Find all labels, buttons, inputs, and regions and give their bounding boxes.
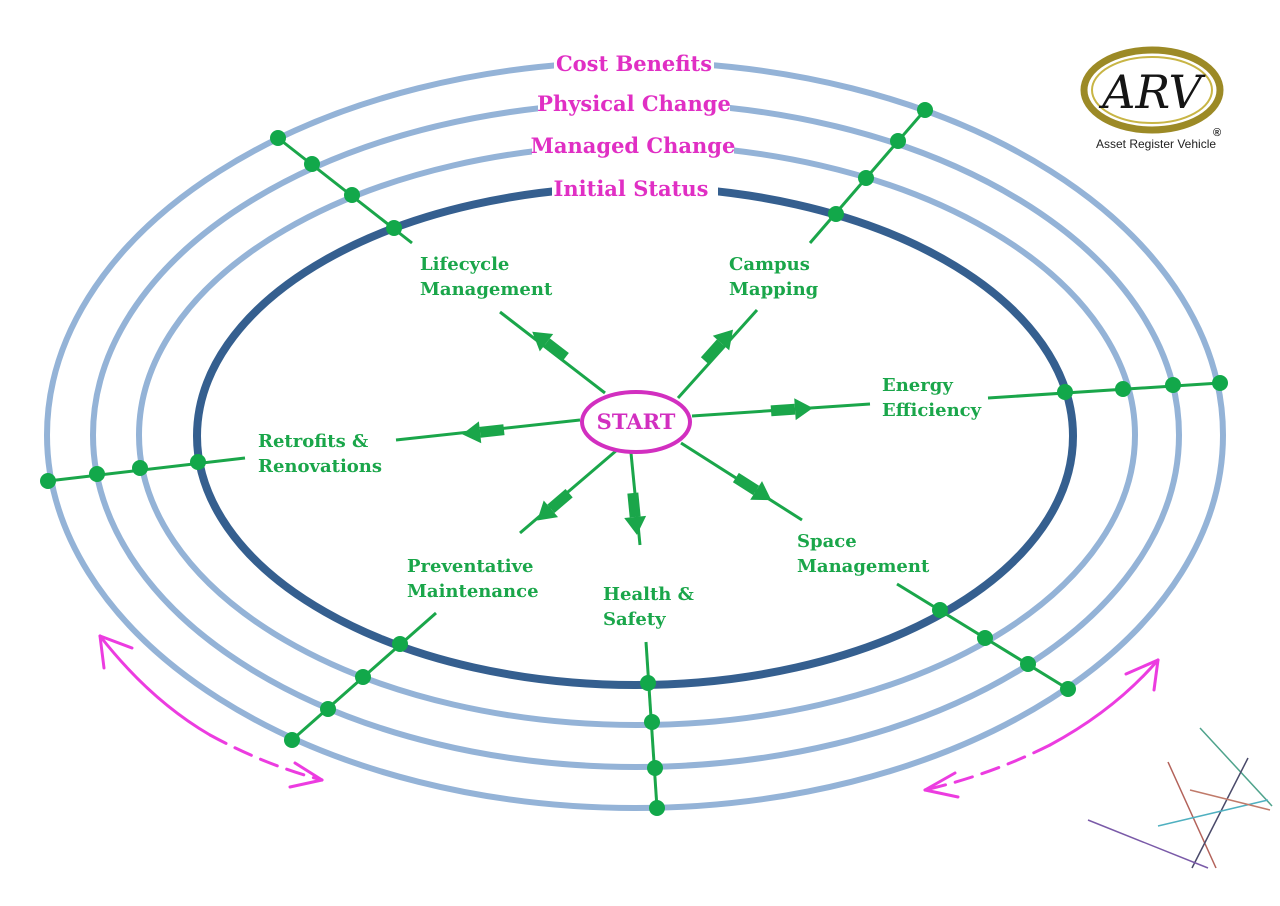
spoke-label-line2: Mapping — [729, 279, 819, 300]
arv-logo: ARV Asset Register Vehicle ® — [1080, 46, 1224, 151]
logo-registered-mark: ® — [1213, 127, 1221, 139]
spoke-label-line1: Retrofits & — [258, 431, 368, 452]
ring-label-cost-benefits: Cost Benefits — [556, 51, 712, 76]
ring-label-physical-change: Physical Change — [537, 91, 731, 116]
spoke-label-line1: Lifecycle — [420, 254, 509, 275]
spoke-label-line1: Energy — [882, 375, 953, 396]
rotation-arrow-right — [923, 658, 1160, 799]
rotation-arrow-left — [98, 634, 324, 789]
logo-subtitle: Asset Register Vehicle — [1096, 137, 1216, 151]
ring-label-initial-status: Initial Status — [554, 176, 709, 201]
spoke-arrows — [462, 329, 813, 535]
spoke-lifecycle-management: Lifecycle Management — [420, 254, 553, 300]
spoke-label-line2: Renovations — [258, 456, 382, 477]
spoke-label-line1: Campus — [729, 254, 810, 275]
spoke-label-line1: Space — [797, 531, 857, 552]
spoke-label-line2: Maintenance — [407, 581, 539, 602]
spoke-health-safety: Health & Safety — [603, 584, 694, 630]
start-label: START — [597, 409, 676, 434]
spoke-label-line2: Safety — [603, 609, 666, 630]
spoke-label-line1: Health & — [603, 584, 694, 605]
spoke-energy-efficiency: Energy Efficiency — [882, 375, 982, 421]
ring-nodes — [40, 102, 1228, 816]
spoke-space-management: Space Management — [797, 531, 930, 577]
ring-label-backgrounds — [532, 50, 734, 204]
spoke-label-line2: Management — [797, 556, 930, 577]
logo-wordmark: ARV — [1098, 65, 1206, 119]
spoke-preventative-maintenance: Preventative Maintenance — [407, 556, 539, 602]
spoke-retrofits-renovations: Retrofits & Renovations — [258, 431, 382, 477]
decorative-corner-lines — [1087, 727, 1273, 869]
spoke-label-line2: Management — [420, 279, 553, 300]
ring-label-managed-change: Managed Change — [531, 133, 736, 158]
spoke-campus-mapping: Campus Mapping — [729, 254, 819, 300]
spoke-label-line1: Preventative — [407, 556, 534, 577]
start-hub: START — [580, 390, 692, 454]
spoke-label-line2: Efficiency — [882, 400, 982, 421]
